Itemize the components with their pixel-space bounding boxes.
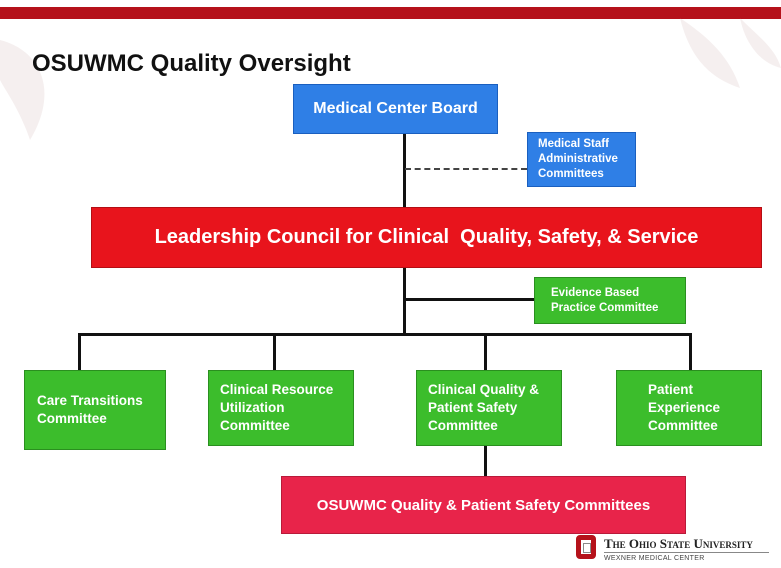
connector-board-to-council — [403, 133, 406, 207]
leaf-decoration-icon — [0, 40, 45, 140]
branch-horizontal-line — [78, 333, 692, 336]
patient-experience-line-3: Committee — [648, 418, 718, 433]
ebp-line-1: Evidence Based — [551, 286, 640, 299]
clinical-quality-patient-safety-box: Clinical Quality & Patient Safety Commit… — [416, 370, 562, 446]
page-title: OSUWMC Quality Oversight — [32, 50, 351, 77]
clinical-quality-line-3: Committee — [428, 418, 498, 433]
med-staff-line-2: Administrative — [538, 153, 618, 165]
clinical-resource-utilization-box: Clinical Resource Utilization Committee — [208, 370, 354, 446]
medical-center-name: WEXNER MEDICAL CENTER — [604, 555, 705, 562]
block-o-icon — [576, 535, 596, 559]
care-transitions-line-2: Committee — [37, 411, 107, 426]
branch-drop-patient-experience — [689, 333, 692, 370]
university-name: The Ohio State University — [604, 536, 753, 551]
branch-drop-clinical-resource — [273, 333, 276, 370]
branch-drop-clinical-quality — [484, 333, 487, 370]
patient-experience-line-1: Patient — [648, 382, 694, 397]
connector-council-to-branch — [403, 267, 406, 335]
ohio-state-logo: The Ohio State University WEXNER MEDICAL… — [576, 535, 776, 567]
clinical-resource-line-3: Committee — [220, 418, 290, 433]
medical-center-board-label: Medical Center Board — [313, 100, 478, 117]
care-transitions-line-1: Care Transitions — [37, 393, 143, 408]
connector-quality-to-osuwmc — [484, 446, 487, 476]
leadership-council-box: Leadership Council for Clinical Quality,… — [91, 207, 762, 268]
medical-center-board-box: Medical Center Board — [293, 84, 498, 134]
osuwmc-quality-patient-safety-committees-box: OSUWMC Quality & Patient Safety Committe… — [281, 476, 686, 534]
med-staff-line-1: Medical Staff — [538, 138, 609, 150]
evidence-based-practice-box: Evidence Based Practice Committee — [534, 277, 686, 324]
branch-drop-care-transitions — [78, 333, 81, 370]
ebp-line-2: Practice Committee — [551, 301, 659, 314]
patient-experience-committee-box: Patient Experience Committee — [616, 370, 762, 446]
patient-experience-line-2: Experience — [648, 400, 721, 415]
care-transitions-committee-box: Care Transitions Committee — [24, 370, 166, 450]
clinical-resource-line-1: Clinical Resource — [220, 382, 334, 397]
med-staff-line-3: Committees — [538, 168, 604, 180]
dashed-connector-med-staff — [405, 168, 527, 170]
clinical-quality-line-2: Patient Safety — [428, 400, 518, 415]
leaf-decoration-icon — [680, 18, 781, 88]
medical-staff-admin-committees-box: Medical Staff Administrative Committees — [527, 132, 636, 187]
logo-divider — [604, 552, 769, 553]
clinical-quality-line-1: Clinical Quality & — [428, 382, 540, 397]
connector-to-ebp — [403, 298, 534, 301]
clinical-resource-line-2: Utilization — [220, 400, 285, 415]
top-banner-bar — [0, 7, 781, 19]
osuwmc-committees-label: OSUWMC Quality & Patient Safety Committe… — [316, 496, 651, 514]
leadership-council-label: Leadership Council for Clinical Quality,… — [154, 226, 699, 248]
